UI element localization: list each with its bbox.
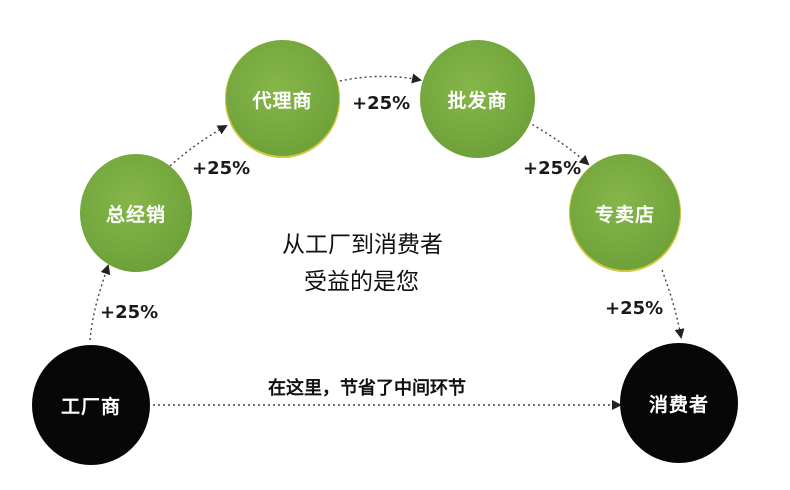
node-store-label: 专卖店 <box>594 203 655 226</box>
node-factory-label: 工厂商 <box>60 395 121 418</box>
node-distributor-label: 总经销 <box>105 203 166 226</box>
node-consumer: 消费者 <box>620 343 738 463</box>
node-agent-label: 代理商 <box>252 89 313 112</box>
node-consumer-label: 消费者 <box>648 393 709 416</box>
arrow-distributor-to-agent <box>169 125 228 167</box>
center-title-line-2: 受益的是您 <box>304 269 419 295</box>
arrow-wholesaler-to-store <box>527 121 590 166</box>
node-distributor: 总经销 <box>80 154 192 272</box>
node-agent: 代理商 <box>225 40 340 158</box>
increment-store-to-consumer: +25% <box>605 298 664 319</box>
arrow-agent-to-wholesaler <box>334 73 422 84</box>
increment-wholesaler-to-store: +25% <box>523 158 582 179</box>
arrow-store-to-consumer <box>661 269 685 339</box>
node-factory: 工厂商 <box>32 345 150 465</box>
node-wholesaler: 批发商 <box>420 40 535 158</box>
center-title-line-1: 从工厂到消费者 <box>282 232 443 258</box>
node-store: 专卖店 <box>569 154 681 272</box>
increment-distributor-to-agent: +25% <box>192 158 251 179</box>
increment-agent-to-wholesaler: +25% <box>352 93 411 114</box>
increment-factory-to-distributor: +25% <box>100 302 159 323</box>
node-wholesaler-label: 批发商 <box>447 89 508 112</box>
direct-path-label: 在这里，节省了中间环节 <box>268 378 466 399</box>
